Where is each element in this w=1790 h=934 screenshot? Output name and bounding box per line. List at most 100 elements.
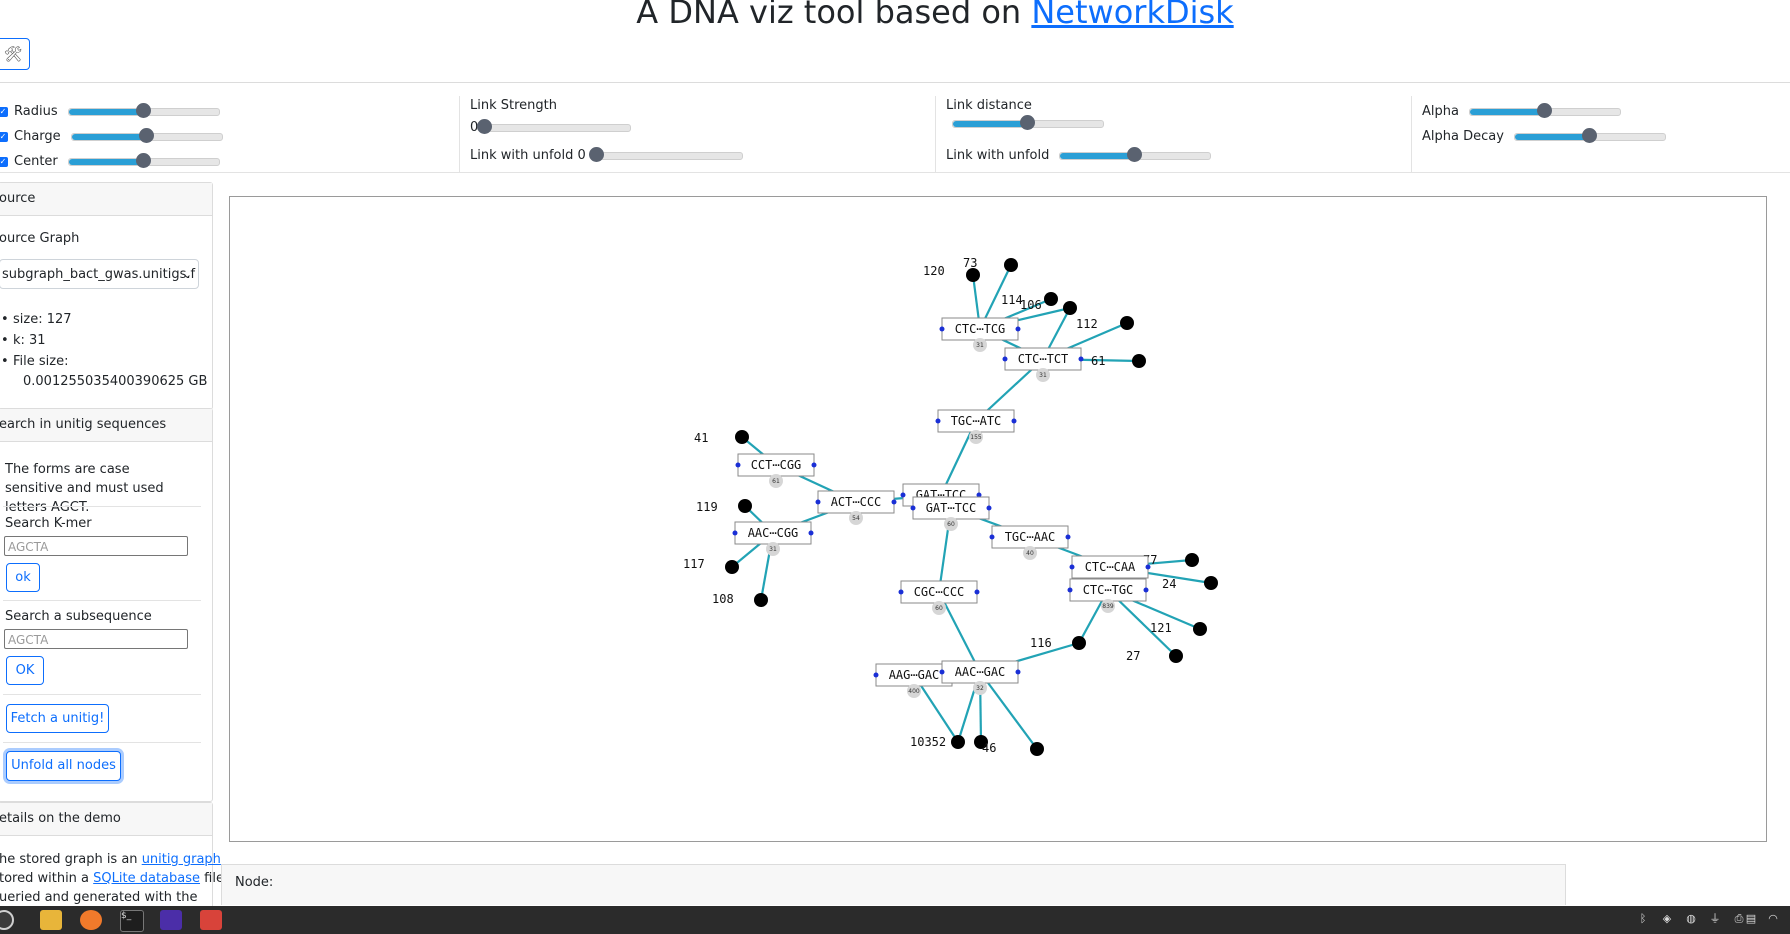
charge-checkbox[interactable]: ✓ (0, 131, 8, 142)
subseq-ok-button[interactable]: OK (6, 656, 44, 685)
leaf-node[interactable] (974, 735, 988, 749)
unitig-port-left[interactable] (910, 505, 916, 511)
unitig-label: CTC⋯CAA (1085, 560, 1136, 574)
clipboard-icon[interactable]: ▤ (1745, 912, 1757, 925)
leaf-label: 41 (694, 431, 708, 445)
link-unfold-slider[interactable] (588, 146, 743, 162)
graph-svg[interactable]: 1207311410611261411191171087724121271161… (230, 197, 1766, 841)
gimp-icon[interactable] (200, 910, 222, 930)
unitig-port-left[interactable] (732, 530, 738, 536)
unitig-port-right[interactable] (1065, 534, 1071, 540)
unitig-badge: 31 (769, 546, 777, 553)
leaf-node[interactable] (1030, 742, 1044, 756)
leaf-node[interactable] (738, 499, 752, 513)
intel-icon[interactable]: ◍ (1686, 912, 1696, 925)
leaf-node[interactable] (1044, 292, 1058, 306)
leaf-node[interactable] (1072, 636, 1086, 650)
firefox-icon[interactable] (80, 910, 102, 930)
leaf-label: 119 (696, 500, 718, 514)
leaf-node[interactable] (966, 268, 980, 282)
usb-icon[interactable]: ⏚ (1709, 912, 1721, 925)
center-checkbox[interactable]: ✓ (0, 156, 8, 167)
networkdisk-link[interactable]: NetworkDisk (1031, 0, 1234, 31)
radius-checkbox[interactable]: ✓ (0, 106, 8, 117)
unitig-port-right[interactable] (891, 499, 897, 505)
link-strength-slider[interactable] (477, 118, 632, 134)
unitig-port-left[interactable] (939, 669, 945, 675)
leaf-node[interactable] (1185, 553, 1199, 567)
unitig-port-right[interactable] (1078, 356, 1084, 362)
charge-slider[interactable] (70, 127, 223, 143)
unitig-port-right[interactable] (1015, 326, 1021, 332)
unitig-port-right[interactable] (1011, 418, 1017, 424)
unitig-label: TGC⋯ATC (951, 414, 1002, 428)
unitig-port-right[interactable] (811, 462, 817, 468)
unitig-port-left[interactable] (1067, 587, 1073, 593)
radius-slider[interactable] (67, 102, 220, 118)
unitig-port-right[interactable] (1145, 564, 1151, 570)
terminal-icon[interactable]: $_ (120, 910, 144, 932)
leaf-node[interactable] (735, 430, 749, 444)
printer-icon[interactable]: ⎙ (1734, 912, 1744, 925)
wifi-icon[interactable]: ◠ (1768, 912, 1778, 925)
unitig-port-left[interactable] (935, 418, 941, 424)
ubuntu-icon[interactable] (0, 910, 14, 930)
unitig-graph-link[interactable]: unitig graph (141, 852, 221, 867)
center-slider[interactable] (67, 152, 220, 168)
leaf-label: 46 (982, 741, 996, 755)
leaf-node[interactable] (1132, 354, 1146, 368)
unitig-port-left[interactable] (898, 589, 904, 595)
link-distance-slider[interactable] (952, 115, 1104, 130)
unitig-port-right[interactable] (1143, 587, 1149, 593)
media-icon[interactable] (160, 910, 182, 930)
info-file-size-value: 0.001255035400390625 GB (23, 374, 208, 389)
alpha-slider[interactable] (1468, 102, 1621, 118)
leaf-node[interactable] (1120, 316, 1134, 330)
unitig-port-left[interactable] (989, 534, 995, 540)
leaf-node[interactable] (1193, 622, 1207, 636)
unfold-all-button[interactable]: Unfold all nodes (6, 751, 121, 781)
fetch-unitig-button[interactable]: Fetch a unitig! (6, 704, 109, 733)
unitig-port-left[interactable] (900, 492, 906, 498)
unitig-port-left[interactable] (815, 499, 821, 505)
leaf-node[interactable] (1169, 649, 1183, 663)
bluetooth-icon[interactable]: ᛒ (1639, 912, 1647, 925)
subseq-input[interactable]: AGCTA (4, 629, 188, 649)
link-distance-unfold-slider[interactable] (1059, 146, 1212, 162)
unitig-badge: 60 (935, 605, 943, 612)
unitig-label: GAT⋯TCC (926, 501, 977, 515)
security-icon[interactable]: ◈ (1662, 912, 1672, 925)
unitig-port-right[interactable] (1015, 669, 1021, 675)
leaf-node[interactable] (951, 735, 965, 749)
kmer-input[interactable]: AGCTA (4, 536, 188, 556)
sqlite-link[interactable]: SQLite database (93, 871, 201, 886)
tools-button[interactable]: 🛠 (0, 38, 30, 70)
leaf-node[interactable] (1004, 258, 1018, 272)
leaf-node[interactable] (754, 593, 768, 607)
kmer-ok-button[interactable]: ok (6, 563, 40, 592)
alpha-decay-slider[interactable] (1513, 127, 1666, 143)
unitig-port-right[interactable] (974, 589, 980, 595)
page-title: A DNA viz tool based on NetworkDisk (0, 0, 1790, 34)
unitig-port-right[interactable] (808, 530, 814, 536)
unitig-port-right[interactable] (976, 492, 982, 498)
unitig-label: TGC⋯AAC (1005, 530, 1056, 544)
charge-label: Charge (14, 129, 61, 144)
unitig-port-left[interactable] (1002, 356, 1008, 362)
unitig-label: AAC⋯CGG (748, 526, 799, 540)
files-icon[interactable] (40, 910, 62, 930)
leaf-node[interactable] (1063, 301, 1077, 315)
unitig-label: CTC⋯TCG (955, 322, 1006, 336)
unitig-port-left[interactable] (939, 326, 945, 332)
unitig-port-right[interactable] (986, 505, 992, 511)
unitig-port-left[interactable] (1069, 564, 1075, 570)
unitig-port-left[interactable] (735, 462, 741, 468)
leaf-node[interactable] (1204, 576, 1218, 590)
unitig-port-left[interactable] (873, 672, 879, 678)
kmer-label: Search K-mer (5, 516, 92, 531)
leaf-node[interactable] (725, 560, 739, 574)
source-graph-select[interactable]: subgraph_bact_gwas.unitigs.f ⌄ (0, 259, 199, 289)
unitig-badge-circle (973, 681, 987, 695)
search-card-header: earch in unitig sequences (0, 409, 212, 442)
